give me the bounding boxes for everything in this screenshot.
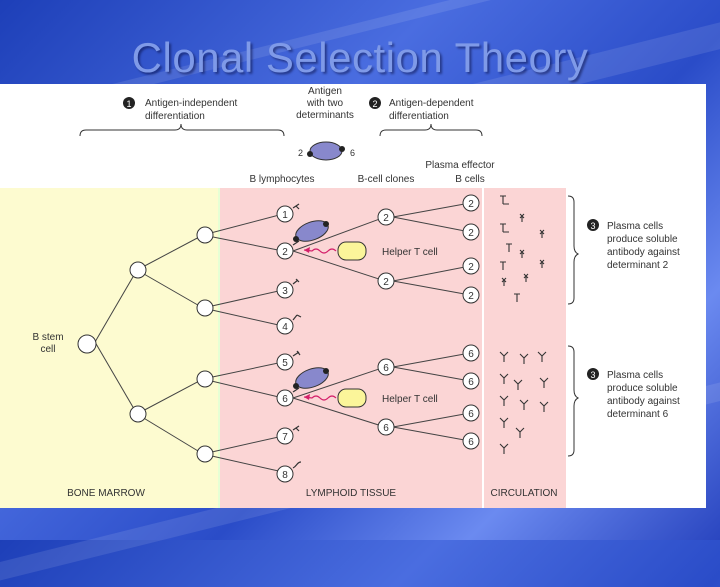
plasma-bottom-bracket <box>567 345 580 457</box>
bone-marrow-region <box>0 188 218 508</box>
clone-number: 2 <box>383 277 389 288</box>
step1-bracket <box>79 123 285 137</box>
plasma-top-line2: produce soluble <box>607 234 678 245</box>
helper-t-label-bottom: Helper T cell <box>382 394 438 405</box>
lymphocyte-number: 8 <box>282 470 288 481</box>
step2-label-line1: Antigen-dependent <box>389 98 474 109</box>
step1-number: 1 <box>126 99 131 109</box>
lymphoid-tissue-label: LYMPHOID TISSUE <box>306 488 397 499</box>
circulation-label: CIRCULATION <box>490 488 557 499</box>
step3-number-bottom: 3 <box>590 370 595 380</box>
effector-number: 2 <box>468 228 474 239</box>
effector-number: 2 <box>468 262 474 273</box>
b-lymphocytes: 1 2 3 4 5 6 7 8 <box>276 205 294 483</box>
step3-badge-top <box>587 219 599 231</box>
determinant-right-label: 6 <box>350 148 355 158</box>
clone-number: 6 <box>383 423 389 434</box>
lymphocyte-number: 4 <box>282 322 288 333</box>
diagram-panel: 1 Antigen-independent differentiation An… <box>0 84 706 508</box>
plasma-top-bracket <box>567 195 580 305</box>
lymphocyte-number: 6 <box>282 394 288 405</box>
stem-cell-icon <box>77 334 97 354</box>
antibodies-determinant-2 <box>500 195 545 302</box>
lymphocyte-number: 7 <box>282 432 288 443</box>
plasma-bottom-line4: determinant 6 <box>607 409 669 420</box>
determinant-2-icon <box>307 151 313 157</box>
step2-bracket <box>379 123 483 137</box>
clone-number: 6 <box>383 363 389 374</box>
step2-badge <box>369 97 381 109</box>
step3-number-top: 3 <box>590 221 595 231</box>
plasma-top-line3: antibody against <box>607 247 680 258</box>
antigen-label-line2: with two <box>306 98 344 109</box>
effector-number: 2 <box>468 199 474 210</box>
step1-label-line2: differentiation <box>145 111 205 122</box>
effector-number: 6 <box>468 409 474 420</box>
lymphocyte-number: 2 <box>282 247 288 258</box>
antigen-label-line3: determinants <box>296 110 354 121</box>
plasma-bottom-line1: Plasma cells <box>607 370 663 381</box>
step1-label-line1: Antigen-independent <box>145 98 238 109</box>
b-lymphocytes-header: B lymphocytes <box>249 174 314 185</box>
lineage-tree <box>94 213 284 473</box>
clone-lines <box>292 202 471 442</box>
plasma-bottom-line3: antibody against <box>607 396 680 407</box>
lineage-cells <box>77 226 214 463</box>
effector-number: 6 <box>468 377 474 388</box>
step2-label-line2: differentiation <box>389 111 449 122</box>
slide-title: Clonal Selection Theory <box>131 34 589 81</box>
lymphocyte-number: 1 <box>282 210 288 221</box>
antigen-label-line1: Antigen <box>308 86 342 97</box>
plasma-bottom-line2: produce soluble <box>607 383 678 394</box>
stem-cell-label-line2: cell <box>40 344 55 355</box>
plasma-effector-line2: B cells <box>455 174 484 185</box>
antigen-icon <box>309 141 343 161</box>
step2-number: 2 <box>372 99 377 109</box>
signal-arrow-bottom <box>303 395 337 401</box>
plasma-top-line4: determinant 2 <box>607 260 669 271</box>
circulation-region <box>484 188 566 508</box>
stem-cell-label-line1: B stem <box>32 332 63 343</box>
determinant-left-label: 2 <box>298 148 303 158</box>
lymphoid-tissue-region <box>220 188 482 508</box>
b-cell-clones-header: B-cell clones <box>358 174 415 185</box>
step1-badge <box>123 97 135 109</box>
lymphocyte-number: 3 <box>282 286 288 297</box>
plasma-top-line1: Plasma cells <box>607 221 663 232</box>
receptor-icons <box>292 203 302 469</box>
step3-badge-bottom <box>587 368 599 380</box>
signal-arrow-top <box>303 248 337 254</box>
plasma-effector-line1: Plasma effector <box>425 160 495 171</box>
bone-marrow-label: BONE MARROW <box>67 488 145 499</box>
effector-number: 2 <box>468 291 474 302</box>
helper-t-cell-bottom-icon <box>337 388 367 408</box>
clonal-selection-diagram: 1 Antigen-independent differentiation An… <box>0 86 680 508</box>
helper-t-cell-top-icon <box>337 241 367 261</box>
determinant-6-icon <box>339 146 345 152</box>
lymphocyte-number: 5 <box>282 358 288 369</box>
clone-number: 2 <box>383 213 389 224</box>
antibodies-determinant-6 <box>499 351 549 454</box>
helper-t-label-top: Helper T cell <box>382 247 438 258</box>
effector-number: 6 <box>468 349 474 360</box>
effector-number: 6 <box>468 437 474 448</box>
